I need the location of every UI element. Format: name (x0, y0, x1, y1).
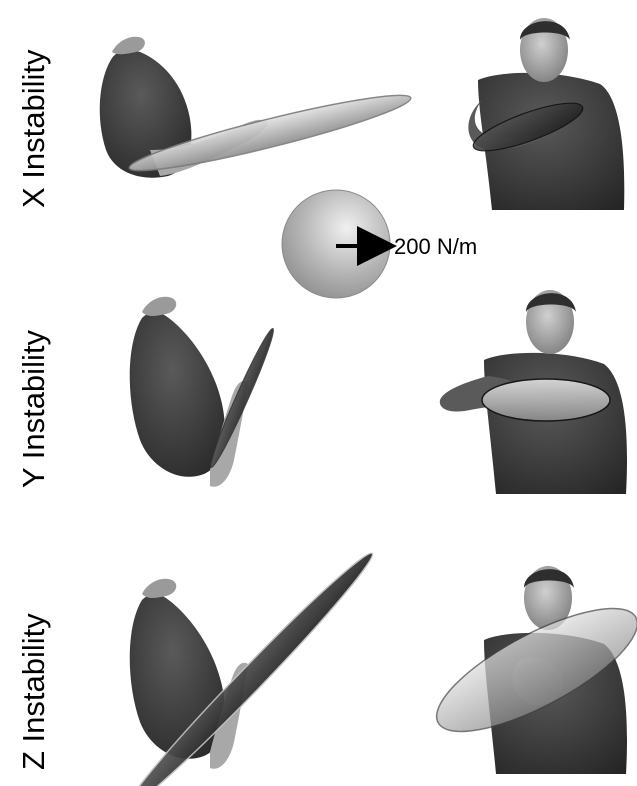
scale-label: 200 N/m (394, 234, 477, 259)
row-label-z: Z Instability (16, 613, 51, 770)
row-label-y: Y Instability (16, 330, 51, 488)
front-view-torso (484, 353, 627, 494)
row-label-x: X Instability (16, 49, 51, 208)
top-view-figure-y (130, 297, 248, 487)
top-view-torso (130, 312, 225, 476)
stiffness-ellipse-y-front (482, 379, 610, 421)
top-view-head (142, 297, 176, 316)
top-view-head (142, 579, 176, 598)
top-view-head (112, 37, 145, 55)
